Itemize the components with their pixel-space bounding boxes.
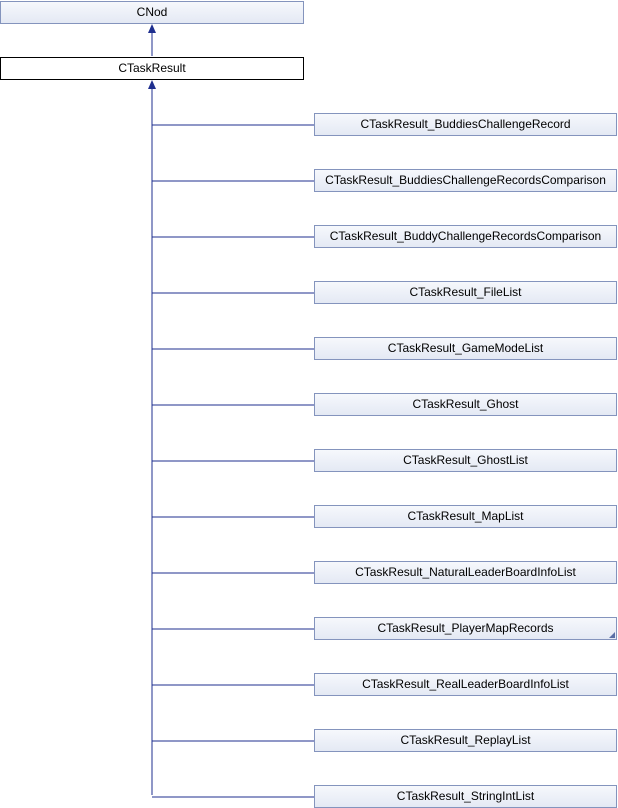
class-node-label: CTaskResult_BuddyChallengeRecordsCompari…	[329, 229, 602, 243]
class-node-label: CTaskResult_RealLeaderBoardInfoList	[362, 677, 569, 691]
class-node-ctaskresult-buddieschallengerecordscomparison[interactable]: CTaskResult_BuddiesChallengeRecordsCompa…	[314, 169, 617, 192]
class-node-ctaskresult-playermaprecords[interactable]: CTaskResult_PlayerMapRecords	[314, 617, 617, 640]
class-node-label: CTaskResult	[118, 61, 186, 75]
class-node-label: CTaskResult_GameModeList	[387, 341, 544, 355]
edge-arrowhead-cnod	[148, 24, 156, 33]
class-node-ctaskresult-buddychallengerecordscomparison[interactable]: CTaskResult_BuddyChallengeRecordsCompari…	[314, 225, 617, 248]
class-node-ctaskresult-ghost[interactable]: CTaskResult_Ghost	[314, 393, 617, 416]
class-node-label: CTaskResult_BuddiesChallengeRecord	[360, 117, 571, 131]
class-node-ctaskresult-stringintlist[interactable]: CTaskResult_StringIntList	[314, 785, 617, 808]
class-node-label: CTaskResult_PlayerMapRecords	[377, 621, 554, 635]
class-node-ctaskresult-filelist[interactable]: CTaskResult_FileList	[314, 281, 617, 304]
class-node-ctaskresult-maplist[interactable]: CTaskResult_MapList	[314, 505, 617, 528]
class-node-ctaskresult-gamemodelist[interactable]: CTaskResult_GameModeList	[314, 337, 617, 360]
class-node-ctaskresult-buddieschallengerecord[interactable]: CTaskResult_BuddiesChallengeRecord	[314, 113, 617, 136]
class-node-ctaskresult: CTaskResult	[0, 57, 304, 80]
class-node-cnod[interactable]: CNod	[0, 1, 304, 24]
class-node-label: CTaskResult_BuddiesChallengeRecordsCompa…	[325, 173, 606, 187]
class-node-label: CTaskResult_GhostList	[403, 453, 528, 467]
class-node-ctaskresult-realleaderboardinfolist[interactable]: CTaskResult_RealLeaderBoardInfoList	[314, 673, 617, 696]
class-node-label: CTaskResult_ReplayList	[400, 733, 531, 747]
class-node-label: CTaskResult_Ghost	[412, 397, 519, 411]
derived-branches	[152, 124, 314, 798]
truncated-marker-icon	[609, 632, 615, 638]
class-node-label: CTaskResult_FileList	[409, 285, 522, 299]
class-node-label: CTaskResult_StringIntList	[396, 789, 535, 803]
class-node-label: CTaskResult_NaturalLeaderBoardInfoList	[355, 565, 576, 579]
class-node-label: CTaskResult_MapList	[407, 509, 524, 523]
class-node-label: CNod	[136, 5, 168, 19]
edge-arrowhead-ctaskresult	[148, 80, 156, 89]
class-node-ctaskresult-replaylist[interactable]: CTaskResult_ReplayList	[314, 729, 617, 752]
class-node-ctaskresult-naturalleaderboardinfolist[interactable]: CTaskResult_NaturalLeaderBoardInfoList	[314, 561, 617, 584]
class-node-ctaskresult-ghostlist[interactable]: CTaskResult_GhostList	[314, 449, 617, 472]
